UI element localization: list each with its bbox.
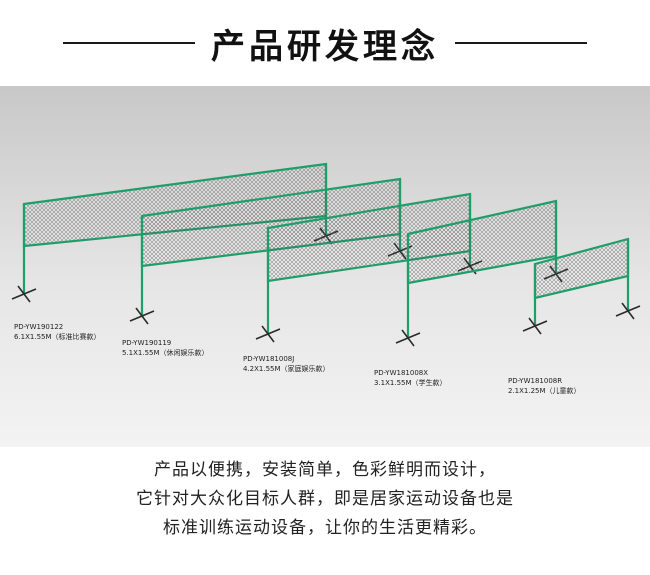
product-spec: 5.1X1.55M（休闲娱乐款） [122,349,209,357]
product-label-5: PD-YW181008R 2.1X1.25M（儿童款） [508,376,581,396]
left-foot [401,329,415,347]
product-spec: 6.1X1.55M（标准比赛款） [14,333,101,341]
description-line-2: 它针对大众化目标人群，即是居家运动设备也是 [136,489,514,509]
description-line-3: 标准训练运动设备，让你的生活更精彩。 [163,518,487,538]
product-model: PD-YW181008J [243,355,295,363]
right-divider [455,42,587,44]
left-foot [135,307,149,325]
product-spec: 2.1X1.25M（儿童款） [508,387,581,395]
product-model: PD-YW181008R [508,377,563,385]
product-label-1: PD-YW190122 6.1X1.55M（标准比赛款） [14,322,101,342]
product-label-4: PD-YW181008X 3.1X1.55M（学生款） [374,368,447,388]
left-foot [261,325,275,343]
description: 产品以便携，安装简单，色彩鲜明而设计， 它针对大众化目标人群，即是居家运动设备也… [0,456,650,543]
product-spec: 4.2X1.55M（家庭娱乐款） [243,365,330,373]
product-label-3: PD-YW181008J 4.2X1.55M（家庭娱乐款） [243,354,330,374]
product-model: PD-YW190122 [14,323,64,331]
left-foot [528,317,542,335]
product-model: PD-YW190119 [122,339,172,347]
product-label-2: PD-YW190119 5.1X1.55M（休闲娱乐款） [122,338,209,358]
product-model: PD-YW181008X [374,369,429,377]
product-spec: 3.1X1.55M（学生款） [374,379,447,387]
nets-illustration [11,162,641,347]
section-header: 产品研发理念 [0,0,650,86]
description-line-1: 产品以便携，安装简单，色彩鲜明而设计， [154,460,496,480]
left-divider [63,42,195,44]
product-showcase: PD-YW190122 6.1X1.55M（标准比赛款） PD-YW190119… [0,86,650,447]
right-foot [621,302,635,320]
section-title: 产品研发理念 [211,26,439,67]
left-foot [17,285,31,303]
